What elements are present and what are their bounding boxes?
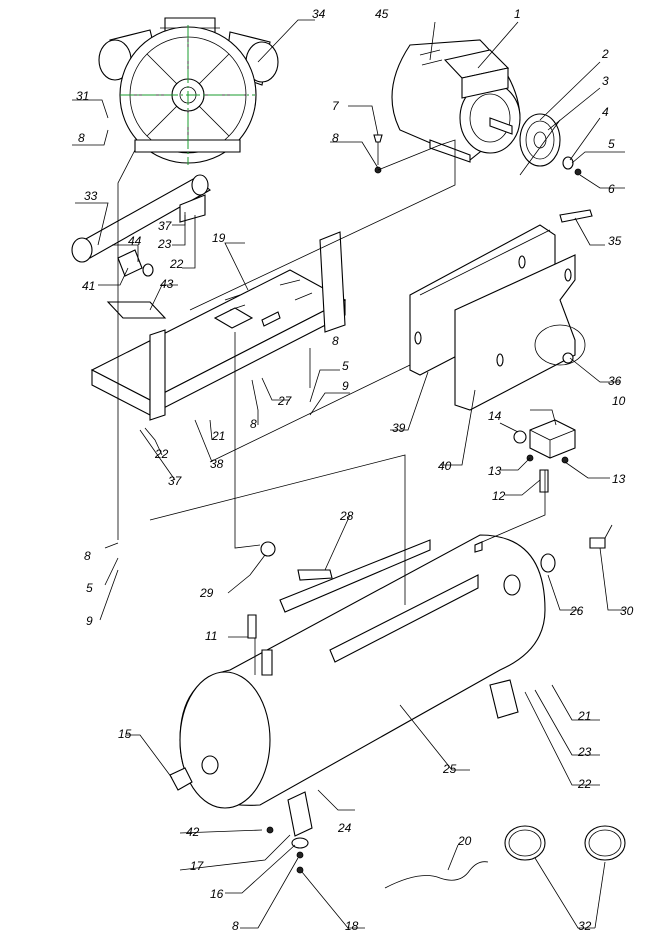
- callout-43: 43: [160, 277, 174, 291]
- compressor-pump: [98, 17, 279, 165]
- callout-38: 38: [210, 457, 224, 471]
- callout-23: 23: [577, 745, 592, 759]
- callout-22: 22: [577, 777, 592, 791]
- callout-22: 22: [169, 257, 184, 271]
- callout-37: 37: [168, 474, 183, 488]
- callout-16: 16: [210, 887, 224, 901]
- callout-23: 23: [157, 237, 172, 251]
- callout-20: 20: [457, 834, 472, 848]
- callout-13: 13: [488, 464, 502, 478]
- callout-3: 3: [602, 74, 609, 88]
- callout-10: 10: [612, 394, 626, 408]
- callout-39: 39: [392, 421, 406, 435]
- callout-24: 24: [337, 821, 352, 835]
- motor-pulley: [519, 113, 582, 176]
- callout-33: 33: [84, 189, 98, 203]
- callout-9: 9: [342, 379, 349, 393]
- callout-31: 31: [76, 89, 89, 103]
- callout-32: 32: [578, 919, 592, 933]
- callout-9: 9: [86, 614, 93, 628]
- callout-12: 12: [492, 489, 506, 503]
- callout-21: 21: [211, 429, 225, 443]
- callout-42: 42: [186, 825, 200, 839]
- callout-45: 45: [375, 7, 389, 21]
- callout-labels: 1 2 3 4 5 6 45 7 8 34 31 8 33 44 37 23 2…: [76, 7, 634, 933]
- callout-27: 27: [277, 394, 293, 408]
- callout-40: 40: [438, 459, 452, 473]
- callout-8: 8: [84, 549, 91, 563]
- callout-5: 5: [342, 359, 349, 373]
- callout-8: 8: [250, 417, 257, 431]
- callout-21: 21: [577, 709, 591, 723]
- callout-11: 11: [205, 629, 217, 643]
- hose: [384, 861, 489, 889]
- callout-25: 25: [442, 762, 457, 776]
- callout-1: 1: [514, 7, 521, 21]
- callout-35: 35: [608, 234, 622, 248]
- callout-28: 28: [339, 509, 354, 523]
- callout-22: 22: [154, 447, 169, 461]
- v-belts: [504, 825, 626, 861]
- callout-8: 8: [332, 334, 339, 348]
- leader-lines: [72, 19, 625, 929]
- assembly-lines: [117, 139, 546, 675]
- callout-30: 30: [620, 604, 634, 618]
- callout-15: 15: [118, 727, 132, 741]
- callout-2: 2: [601, 47, 609, 61]
- callout-14: 14: [488, 409, 502, 423]
- callout-8: 8: [232, 919, 239, 933]
- callout-4: 4: [602, 105, 609, 119]
- callout-29: 29: [199, 586, 214, 600]
- callout-26: 26: [569, 604, 584, 618]
- callout-36: 36: [608, 374, 622, 388]
- callout-6: 6: [608, 182, 615, 196]
- bolt-7: [373, 134, 383, 174]
- air-tank: [169, 524, 613, 837]
- electric-motor: [391, 39, 521, 163]
- belt-guard: [409, 209, 593, 411]
- callout-5: 5: [608, 137, 615, 151]
- callout-18: 18: [345, 919, 359, 933]
- base-platform: [90, 231, 347, 421]
- callout-7: 7: [332, 99, 340, 113]
- callout-37: 37: [158, 219, 173, 233]
- callout-13: 13: [612, 472, 626, 486]
- intake-filter-bracket: [71, 174, 211, 277]
- callout-17: 17: [190, 859, 205, 873]
- callout-8: 8: [78, 131, 85, 145]
- callout-8: 8: [332, 131, 339, 145]
- drain-valve: [266, 826, 309, 874]
- pressure-switch: [513, 419, 576, 493]
- callout-41: 41: [82, 279, 95, 293]
- callout-19: 19: [212, 231, 226, 245]
- callout-5: 5: [86, 581, 93, 595]
- callout-34: 34: [312, 7, 326, 21]
- callout-44: 44: [128, 234, 142, 248]
